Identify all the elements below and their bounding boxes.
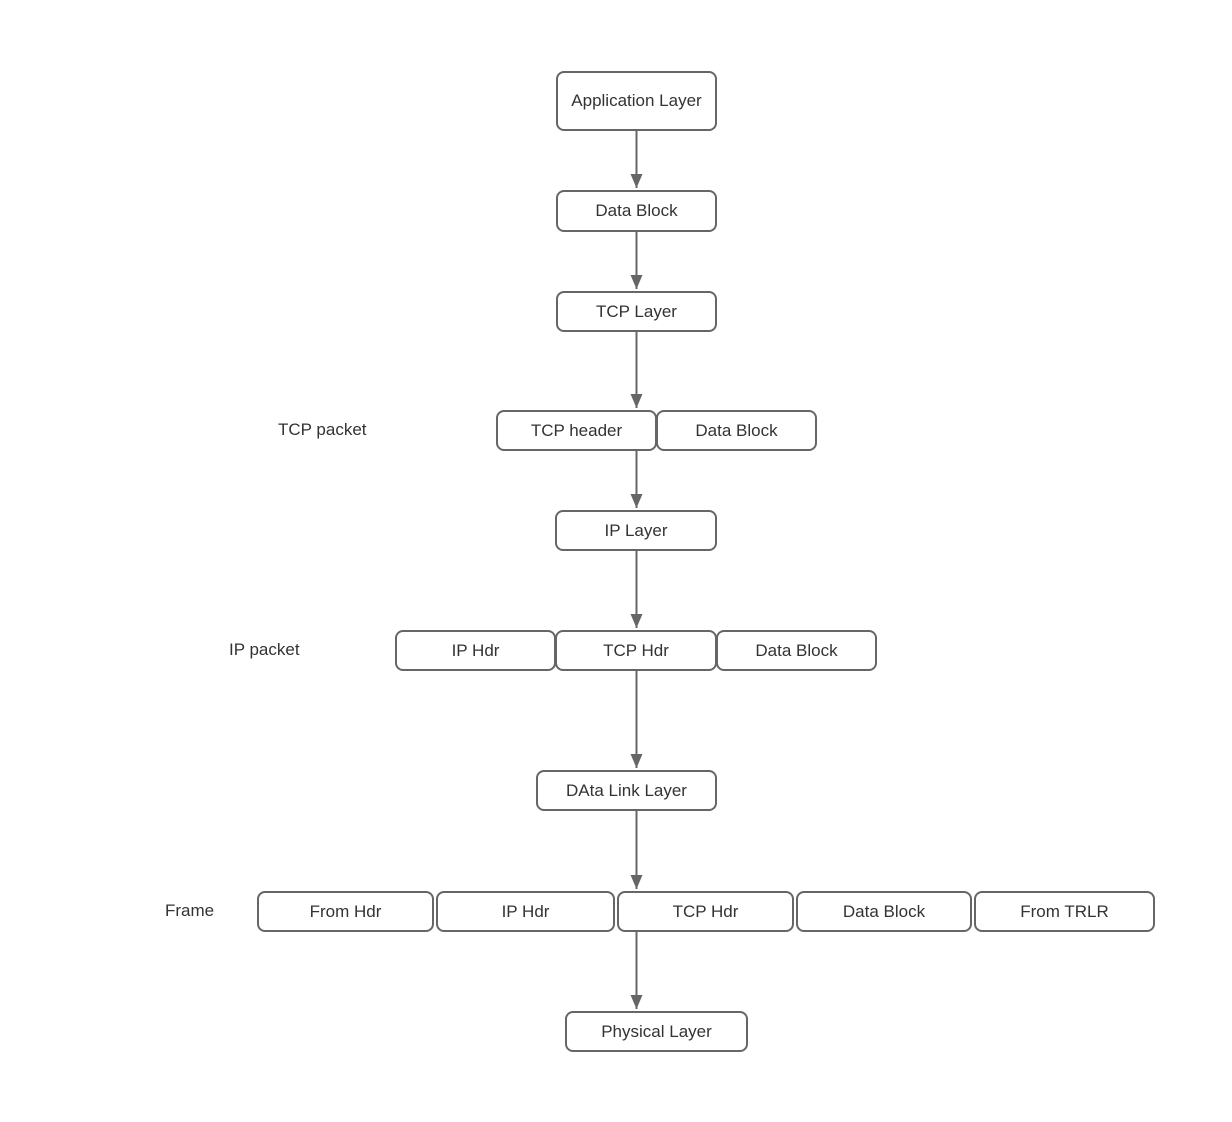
node-tcp-layer: TCP Layer: [556, 291, 717, 332]
node-ip-hdr: IP Hdr: [436, 891, 615, 932]
node-application-layer: Application Layer: [556, 71, 717, 131]
label-frame: Frame: [165, 901, 215, 920]
node-tcp-hdr: TCP Hdr: [617, 891, 794, 932]
node-data-block: Data Block: [556, 190, 717, 232]
node-data-block: Data Block: [716, 630, 877, 671]
node-physical-layer: Physical Layer: [565, 1011, 748, 1052]
node-ip-layer: IP Layer: [555, 510, 717, 551]
label-ip-packet: IP packet: [229, 640, 300, 659]
node-tcp-hdr: TCP Hdr: [555, 630, 717, 671]
node-from-trlr: From TRLR: [974, 891, 1155, 932]
node-data-block: Data Block: [656, 410, 817, 451]
node-tcp-header: TCP header: [496, 410, 657, 451]
node-ip-hdr: IP Hdr: [395, 630, 556, 671]
node-data-link-layer: DAta Link Layer: [536, 770, 717, 811]
label-tcp-packet: TCP packet: [278, 420, 367, 439]
node-data-block: Data Block: [796, 891, 972, 932]
node-from-hdr: From Hdr: [257, 891, 434, 932]
